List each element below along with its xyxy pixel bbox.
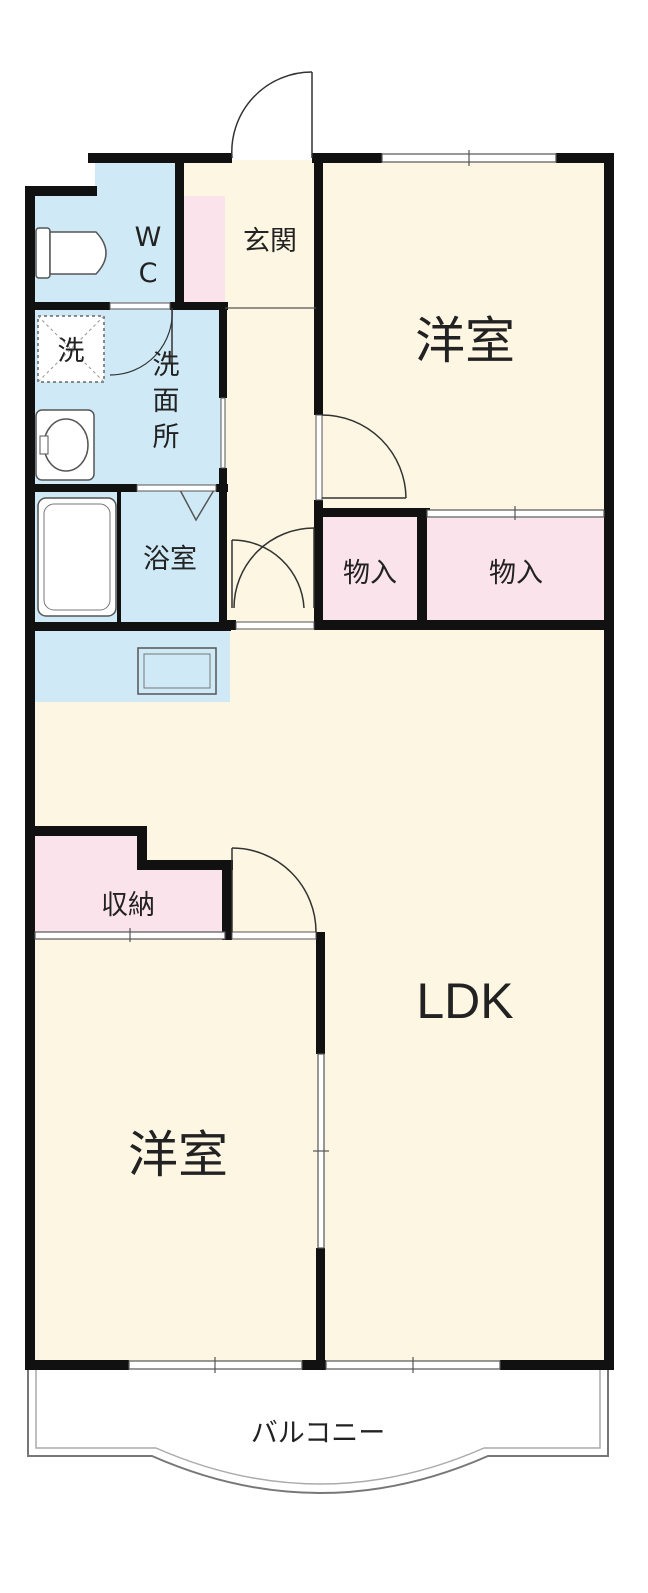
entrance-door-swing bbox=[231, 71, 313, 159]
north-room-label: 洋室 bbox=[415, 312, 515, 370]
genkan-label: 玄関 bbox=[243, 226, 297, 257]
wall-shuno-top bbox=[25, 826, 147, 836]
wall-storage-south bbox=[314, 620, 614, 630]
hall-east-door-gap bbox=[315, 414, 323, 501]
ldk-label: LDK bbox=[416, 973, 513, 1029]
wall-south-left bbox=[25, 1360, 129, 1370]
monoire-2-label: 物入 bbox=[489, 558, 543, 589]
hall-south-thin bbox=[235, 621, 315, 630]
south-western-room-area bbox=[30, 936, 320, 1366]
wall-monoire-divider bbox=[417, 508, 427, 630]
wall-west bbox=[25, 186, 35, 1368]
wall-senmen-east-bottom bbox=[219, 468, 227, 628]
wall-hall-south-short bbox=[226, 620, 236, 630]
wall-north-entrance-right bbox=[312, 153, 382, 163]
wall-north-wc-step bbox=[25, 186, 97, 196]
senmenjo-label-3: 所 bbox=[153, 422, 180, 453]
monoire-1-area bbox=[320, 515, 424, 628]
balcony-inner-line bbox=[35, 1368, 601, 1485]
wall-bath-divider bbox=[117, 490, 121, 624]
wall-bath-north-left bbox=[25, 484, 137, 492]
wall-north-wc bbox=[88, 153, 185, 163]
hall-door-swing-left bbox=[231, 539, 305, 609]
kitchen-sink-inner bbox=[143, 653, 211, 689]
wc-label-w: W bbox=[135, 222, 162, 253]
south-room-door-swing bbox=[231, 847, 317, 933]
wall-north-room-south-left bbox=[314, 508, 430, 517]
bath-door-folding bbox=[179, 489, 215, 522]
monoire-2-area bbox=[426, 518, 610, 628]
wall-senmen-east-top bbox=[219, 302, 227, 398]
doors bbox=[109, 71, 407, 933]
wall-bath-north-right bbox=[216, 484, 228, 492]
yokushitsu-label: 浴室 bbox=[143, 544, 197, 575]
shuno-area bbox=[30, 830, 225, 934]
wc-south-thin bbox=[109, 302, 171, 310]
balcony bbox=[27, 1368, 609, 1494]
wc-label-c: C bbox=[139, 258, 158, 289]
bathtub-inner bbox=[43, 503, 111, 611]
balcony-outline bbox=[27, 1368, 609, 1494]
wall-south-mid bbox=[302, 1360, 326, 1370]
walls bbox=[25, 153, 614, 1370]
balcony-label: バルコニー bbox=[251, 1418, 385, 1449]
wall-south-right bbox=[500, 1360, 614, 1370]
washbasin-bowl bbox=[43, 418, 89, 472]
toilet-tank bbox=[35, 227, 51, 279]
fixtures bbox=[35, 227, 217, 695]
wall-wc-south bbox=[25, 302, 110, 310]
hall-ldk-thin bbox=[231, 931, 317, 940]
wall-north-entrance-left bbox=[180, 153, 232, 163]
washer-label: 洗 bbox=[58, 336, 85, 367]
wall-wc-east bbox=[175, 153, 184, 308]
wall-room-south-east-top bbox=[316, 932, 325, 1054]
wall-shuno-east bbox=[222, 860, 232, 940]
north-western-room-area bbox=[320, 160, 610, 510]
shuno-label: 収納 bbox=[101, 890, 155, 921]
wall-hall-east-bottom bbox=[314, 500, 323, 630]
senmenjo-label-2: 面 bbox=[153, 386, 180, 417]
senmenjo-label-1: 洗 bbox=[153, 350, 180, 381]
washer-pan bbox=[37, 315, 105, 383]
wall-wet-south bbox=[25, 622, 231, 631]
toilet-bowl bbox=[49, 231, 107, 275]
hall-door-swing-right bbox=[233, 527, 315, 609]
wall-room-south-east-bottom bbox=[316, 1248, 325, 1368]
senmen-door-swing bbox=[109, 307, 173, 376]
wall-wc-south-right bbox=[170, 302, 228, 310]
kitchen-sink bbox=[137, 647, 217, 695]
genkan-shoe-storage bbox=[183, 196, 225, 303]
windows bbox=[34, 150, 605, 1373]
wall-shuno-step-top bbox=[137, 860, 233, 870]
wall-shuno-step bbox=[137, 826, 147, 870]
washbasin-tap bbox=[39, 435, 49, 455]
wall-east bbox=[604, 153, 614, 1368]
south-room-label: 洋室 bbox=[128, 1126, 228, 1184]
senmen-sliding-door bbox=[220, 397, 226, 469]
wall-hall-east-top bbox=[314, 153, 323, 415]
room-labels: W C 玄関 洋室 洗 洗 面 所 浴室 物入 物入 収納 LDK 洋室 バルコ… bbox=[58, 222, 544, 1449]
monoire-1-label: 物入 bbox=[343, 558, 397, 589]
wall-north-room-right bbox=[556, 153, 614, 163]
bath-north-thin bbox=[136, 484, 217, 492]
north-room-door-swing bbox=[321, 414, 407, 499]
